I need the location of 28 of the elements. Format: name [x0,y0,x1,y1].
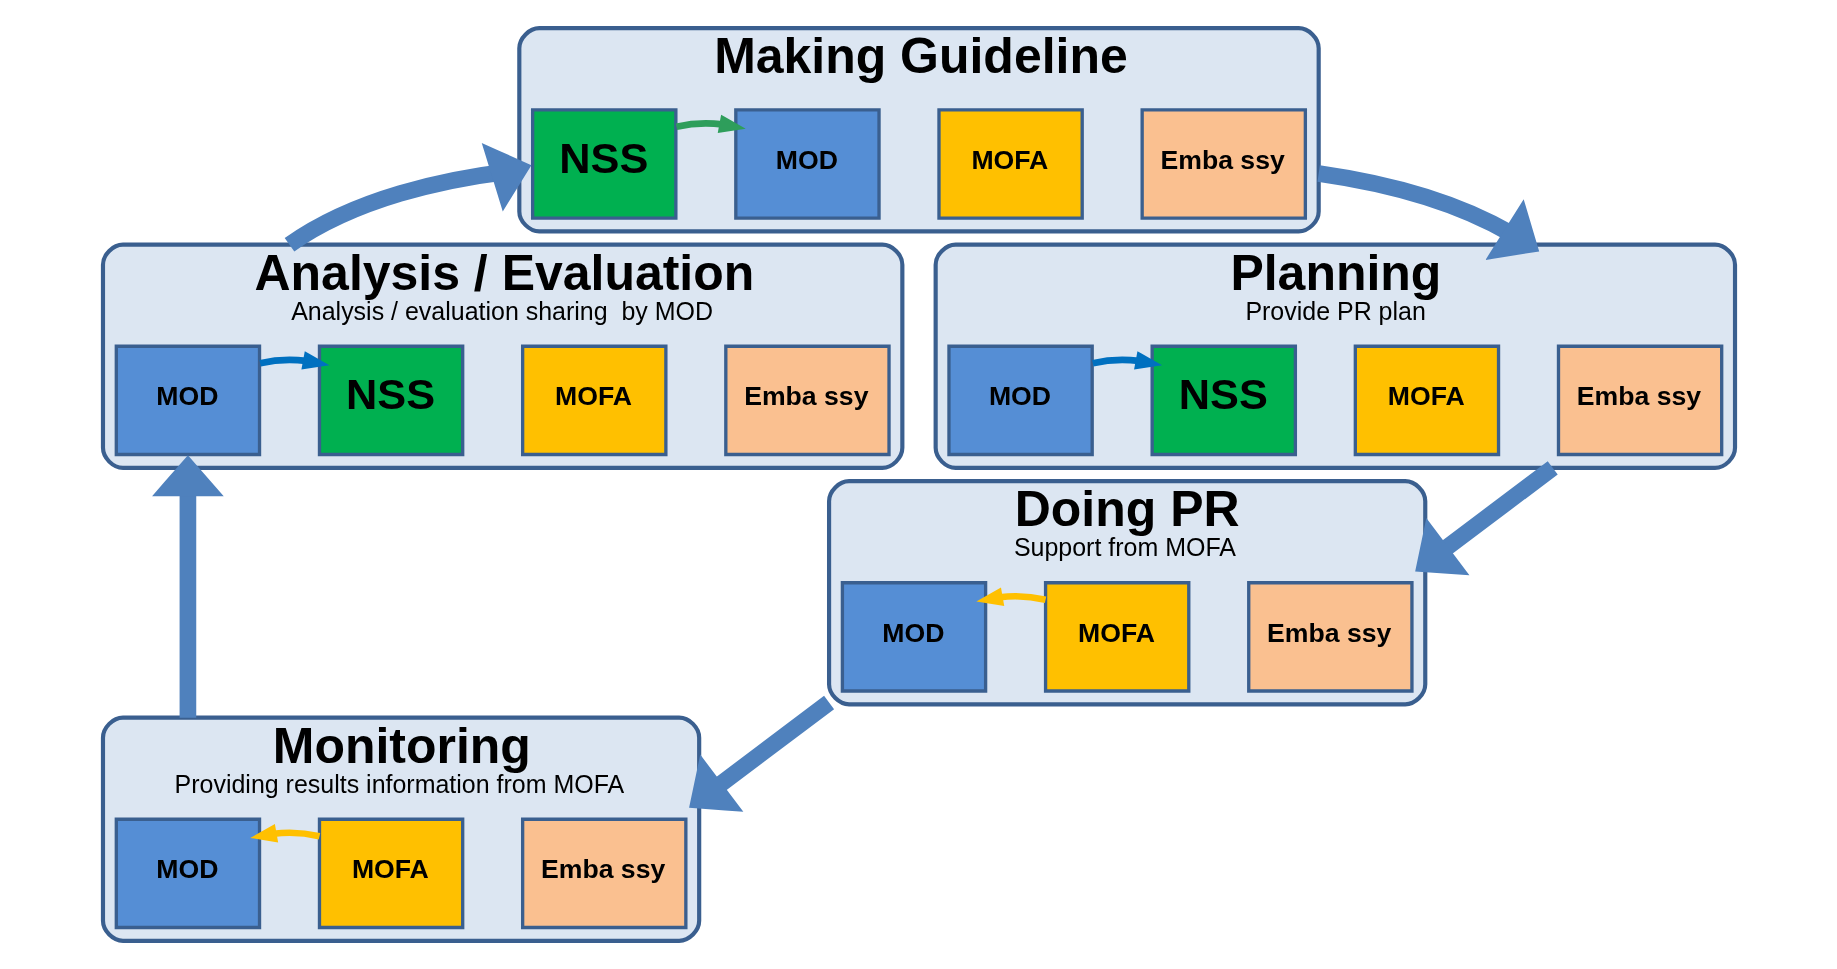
node-box: MOD [114,344,261,457]
arrow [688,695,834,812]
node-box: Emba ssy [1556,344,1723,457]
arrow [975,587,1046,606]
arrow [675,114,746,134]
node-box: MOD [733,108,881,220]
arrow [258,351,329,370]
node-box: NSS [317,344,464,457]
arrow [1091,351,1162,370]
node-box: MOFA [317,817,464,930]
node-box: MOFA [520,344,668,457]
arrow [284,142,531,252]
arrow [1414,461,1558,576]
node-box: MOFA [1043,581,1190,693]
node-box: MOD [840,581,987,693]
node-box: MOFA [936,108,1084,220]
arrow [1316,165,1539,260]
node-box: Emba ssy [520,817,687,930]
node-box: NSS [1150,344,1297,457]
node-box: MOD [114,817,261,930]
arrow [249,824,320,843]
node-box: Emba ssy [1246,581,1414,693]
node-box: MOD [946,344,1094,457]
node-box: Emba ssy [1140,108,1307,220]
node-box: MOFA [1353,344,1500,457]
node-box: NSS [530,108,678,220]
node-box: Emba ssy [723,344,891,457]
arrow [151,455,224,718]
